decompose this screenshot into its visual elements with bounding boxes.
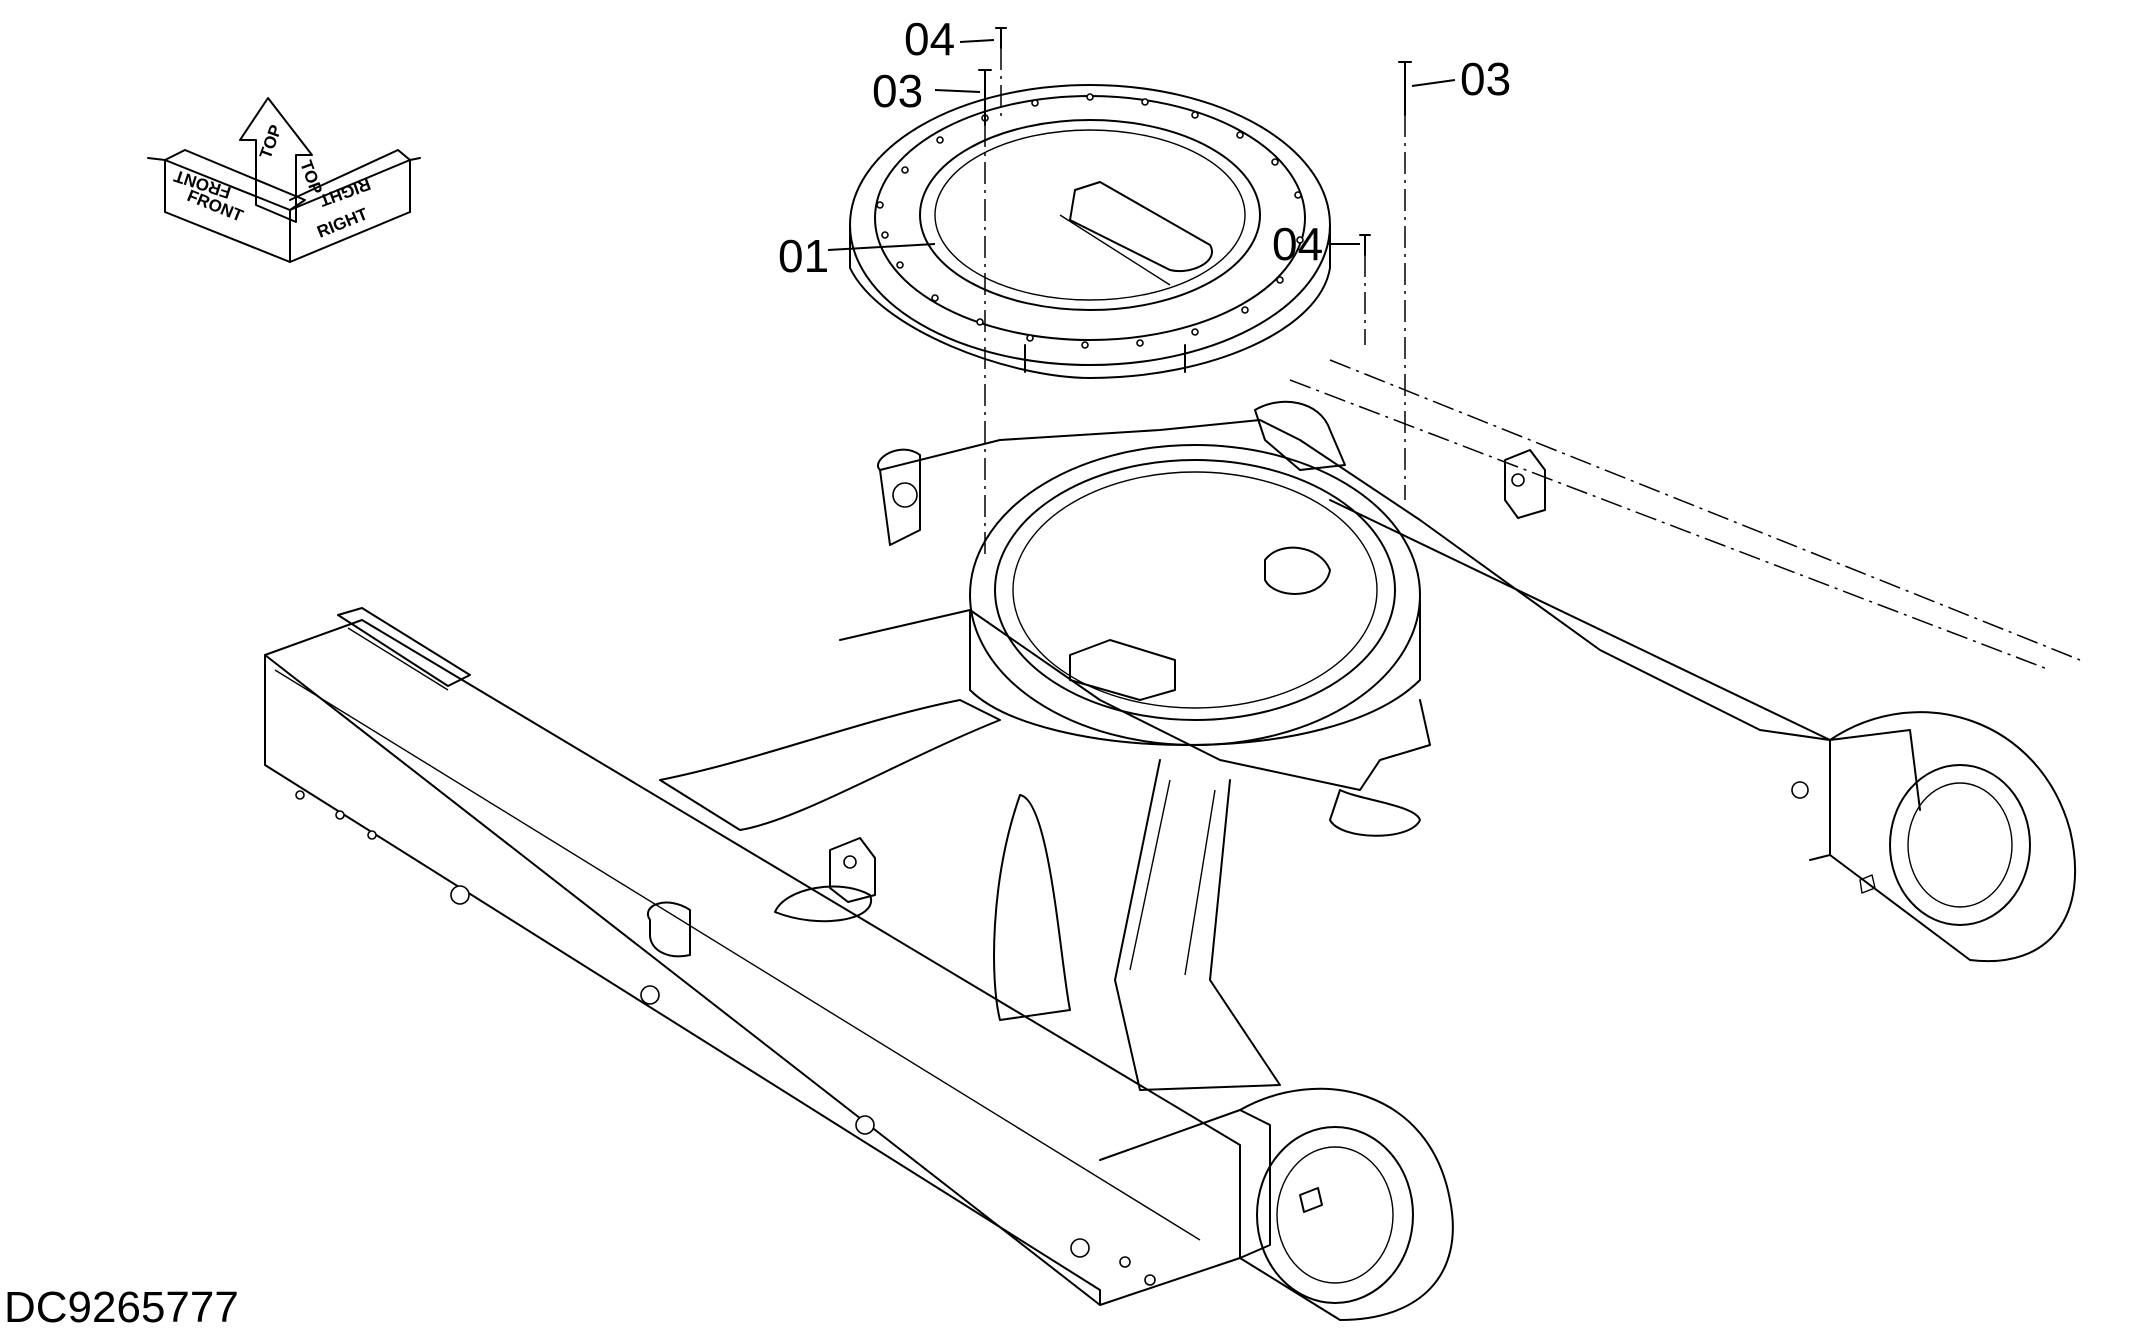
callout-03-right: 03 <box>1460 53 1511 105</box>
callout-leaders <box>827 39 1456 251</box>
left-track-frame <box>264 607 1454 1321</box>
track-frame-bolt-holes <box>295 790 1156 1286</box>
callout-03-left: 03 <box>872 65 923 117</box>
right-track-frame <box>1289 359 2081 963</box>
bearing-bolt-holes <box>876 93 1304 349</box>
swing-bearing <box>849 84 1331 379</box>
callout-04-right: 04 <box>1272 218 1323 270</box>
callout-04-top: 04 <box>904 13 955 65</box>
fasteners <box>978 27 1412 560</box>
orientation-label-top-left: TOP <box>256 122 286 161</box>
frame-turntable-ring <box>969 444 1421 746</box>
orientation-label-right: RIGHT <box>314 204 371 242</box>
document-id: DC9265777 <box>4 1283 239 1332</box>
orientation-label-right-top: RIGHT <box>316 174 373 210</box>
orientation-arrows-icon: FRONT TOP TOP RIGHT FRONT RIGHT <box>147 97 421 263</box>
callout-01: 01 <box>778 230 829 282</box>
center-frame-body <box>659 400 1831 1091</box>
